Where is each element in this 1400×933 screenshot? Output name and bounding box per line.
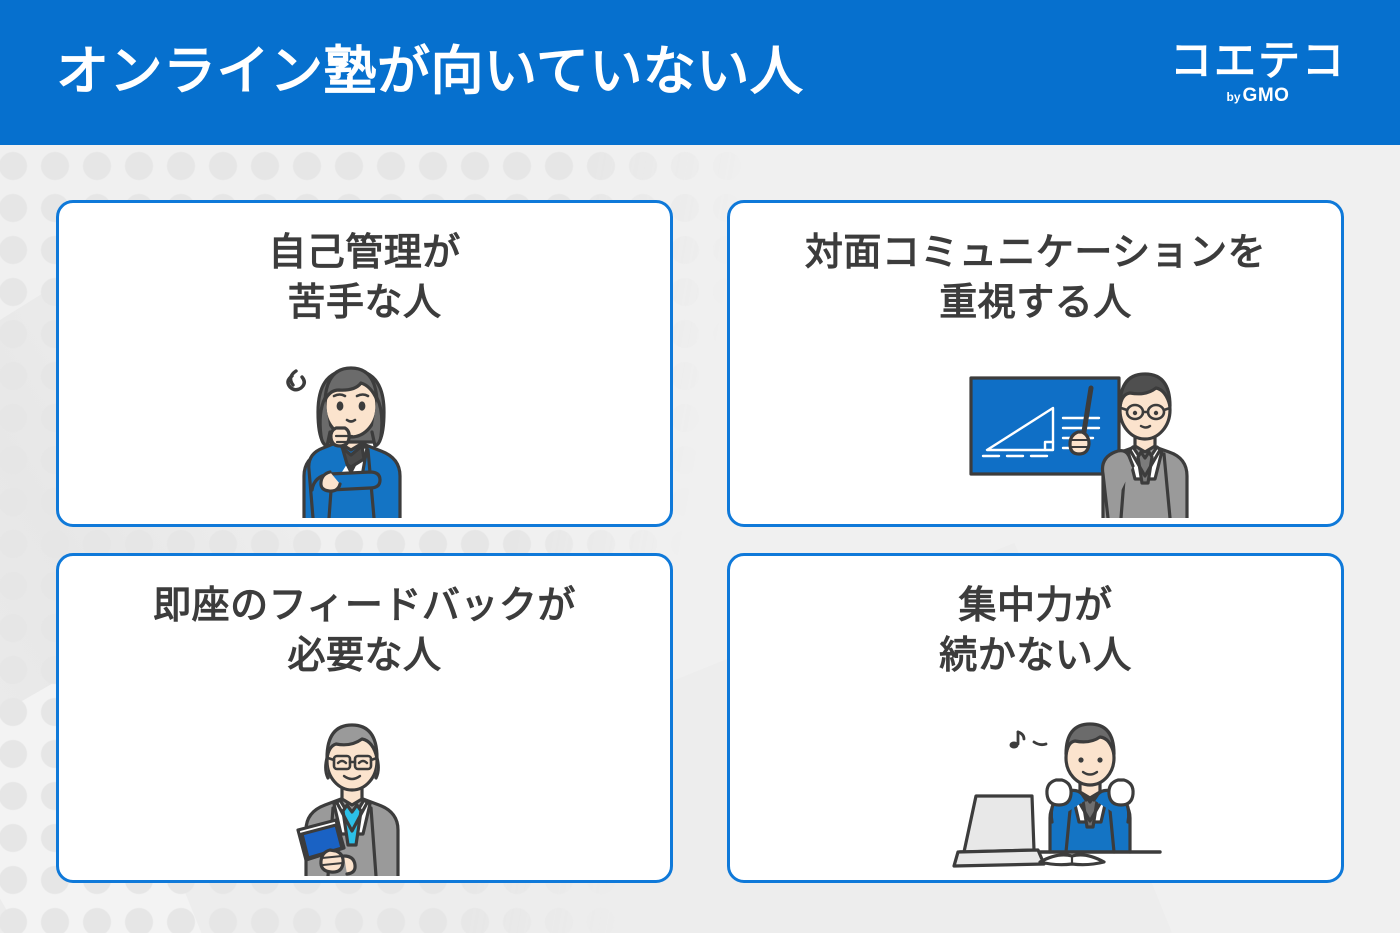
relaxing-man-laptop-illustration xyxy=(952,722,1162,868)
card-face-to-face-communication: 対面コミュニケーションを 重視する人 xyxy=(727,200,1344,527)
card-title: 自己管理が 苦手な人 xyxy=(268,230,461,325)
card-immediate-feedback: 即座のフィードバックが 必要な人 xyxy=(56,553,673,883)
logo-by-text: by xyxy=(1226,90,1241,104)
card-illustration xyxy=(59,327,656,524)
page-title: オンライン塾が向いていない人 xyxy=(56,41,804,103)
koeteco-logo: コエテコ by GMO xyxy=(1169,36,1352,106)
logo-gmo-text: GMO xyxy=(1242,85,1290,106)
card-title: 集中力が 続かない人 xyxy=(939,583,1132,678)
card-illustration xyxy=(754,680,1341,880)
card-title: 対面コミュニケーションを 重視する人 xyxy=(804,230,1267,325)
card-illustration xyxy=(59,682,664,880)
thinking-woman-illustration xyxy=(285,366,402,518)
logo-wordmark: コエテコ xyxy=(1169,36,1346,85)
page-header: オンライン塾が向いていない人 コエテコ by GMO xyxy=(0,0,1400,145)
teacher-with-folder-illustration xyxy=(295,723,400,876)
card-illustration xyxy=(772,327,1341,524)
logo-byline: by GMO xyxy=(1227,86,1290,105)
teacher-blackboard-illustration xyxy=(968,372,1189,518)
card-concentration: 集中力が 続かない人 xyxy=(727,553,1344,883)
card-self-management: 自己管理が 苦手な人 xyxy=(56,200,673,527)
card-title: 即座のフィードバックが 必要な人 xyxy=(153,583,576,678)
cards-grid: 自己管理が 苦手な人 xyxy=(56,200,1344,883)
